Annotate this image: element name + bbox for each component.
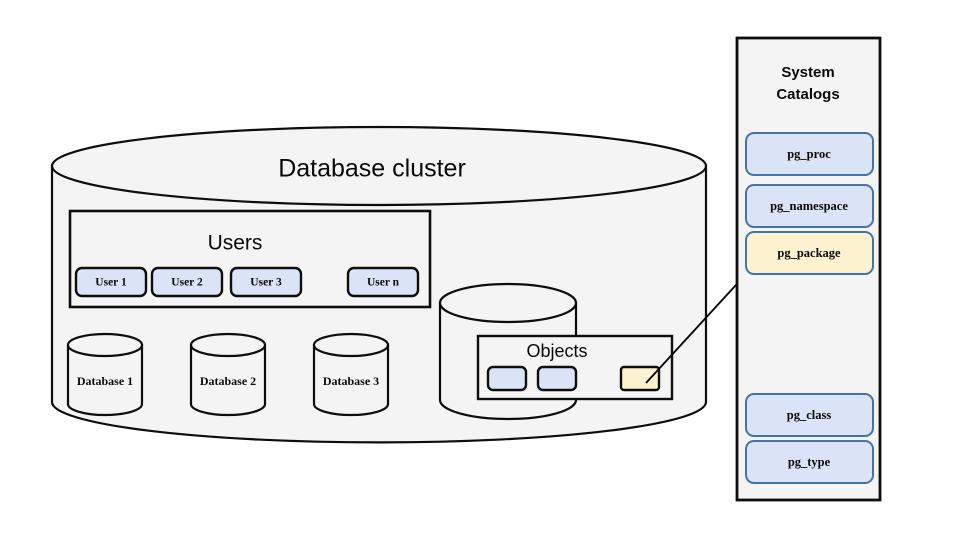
database-3-label: Database 3 [323,374,379,388]
user-box-1[interactable] [74,266,148,298]
objects-item-blue-1[interactable] [486,365,528,392]
catalog-box-pg-type[interactable] [745,440,874,484]
catalog-label-pg-namespace: pg_namespace [770,199,848,213]
database-3-body[interactable] [312,343,390,417]
cluster-title: Database cluster [278,155,466,183]
catalog-label-pg-proc: pg_proc [787,147,831,161]
database-2-body[interactable] [189,343,267,417]
objects-item-yellow[interactable] [619,365,661,392]
users-group-title: Users [208,232,263,255]
user-box-2[interactable] [150,266,224,298]
catalog-box-pg-namespace[interactable] [745,184,874,228]
catalog-entry-pg-proc[interactable]: pg_proc [745,132,874,176]
database-cylinder-2[interactable]: Database 2 [189,332,267,417]
user-item-n[interactable]: User n [346,266,420,298]
user-label-3: User 3 [250,277,282,289]
user-item-2[interactable]: User 2 [150,266,224,298]
catalog-entry-pg-namespace[interactable]: pg_namespace [745,184,874,228]
database-1-label: Database 1 [77,374,133,388]
system-catalogs-panel: System Catalogs pg_proc pg_namespace pg_… [735,36,882,502]
database-2-top [189,332,267,358]
catalog-entry-pg-type[interactable]: pg_type [745,440,874,484]
catalog-box-pg-proc[interactable] [745,132,874,176]
user-label-2: User 2 [171,277,203,289]
catalog-label-pg-class: pg_class [787,408,832,422]
objects-cylinder-top [438,282,578,324]
catalog-box-pg-package[interactable] [745,231,874,275]
objects-cylinder[interactable]: Objects [438,282,674,421]
user-label-1: User 1 [95,277,127,289]
catalog-label-pg-type: pg_type [788,455,831,469]
user-item-3[interactable]: User 3 [229,266,303,298]
user-box-n[interactable] [346,266,420,298]
cluster-cylinder-top [50,125,708,207]
database-2-label: Database 2 [200,374,256,388]
database-cylinder-3[interactable]: Database 3 [312,332,390,417]
catalog-box-pg-class[interactable] [745,393,874,437]
catalog-entry-pg-package[interactable]: pg_package [745,231,874,275]
database-cylinder-1[interactable]: Database 1 [66,332,144,417]
catalog-entry-pg-class[interactable]: pg_class [745,393,874,437]
user-label-n: User n [367,277,400,289]
objects-item-blue-2[interactable] [536,365,578,392]
user-item-1[interactable]: User 1 [74,266,148,298]
objects-group-title: Objects [526,341,587,361]
system-catalogs-title-line2: Catalogs [776,86,839,103]
database-3-top [312,332,390,358]
database-1-top [66,332,144,358]
database-1-body[interactable] [66,343,144,417]
users-group: Users User 1 User 2 User 3 User n [68,209,432,309]
user-box-3[interactable] [229,266,303,298]
catalog-label-pg-package: pg_package [777,246,841,260]
system-catalogs-title-line1: System [781,64,834,81]
